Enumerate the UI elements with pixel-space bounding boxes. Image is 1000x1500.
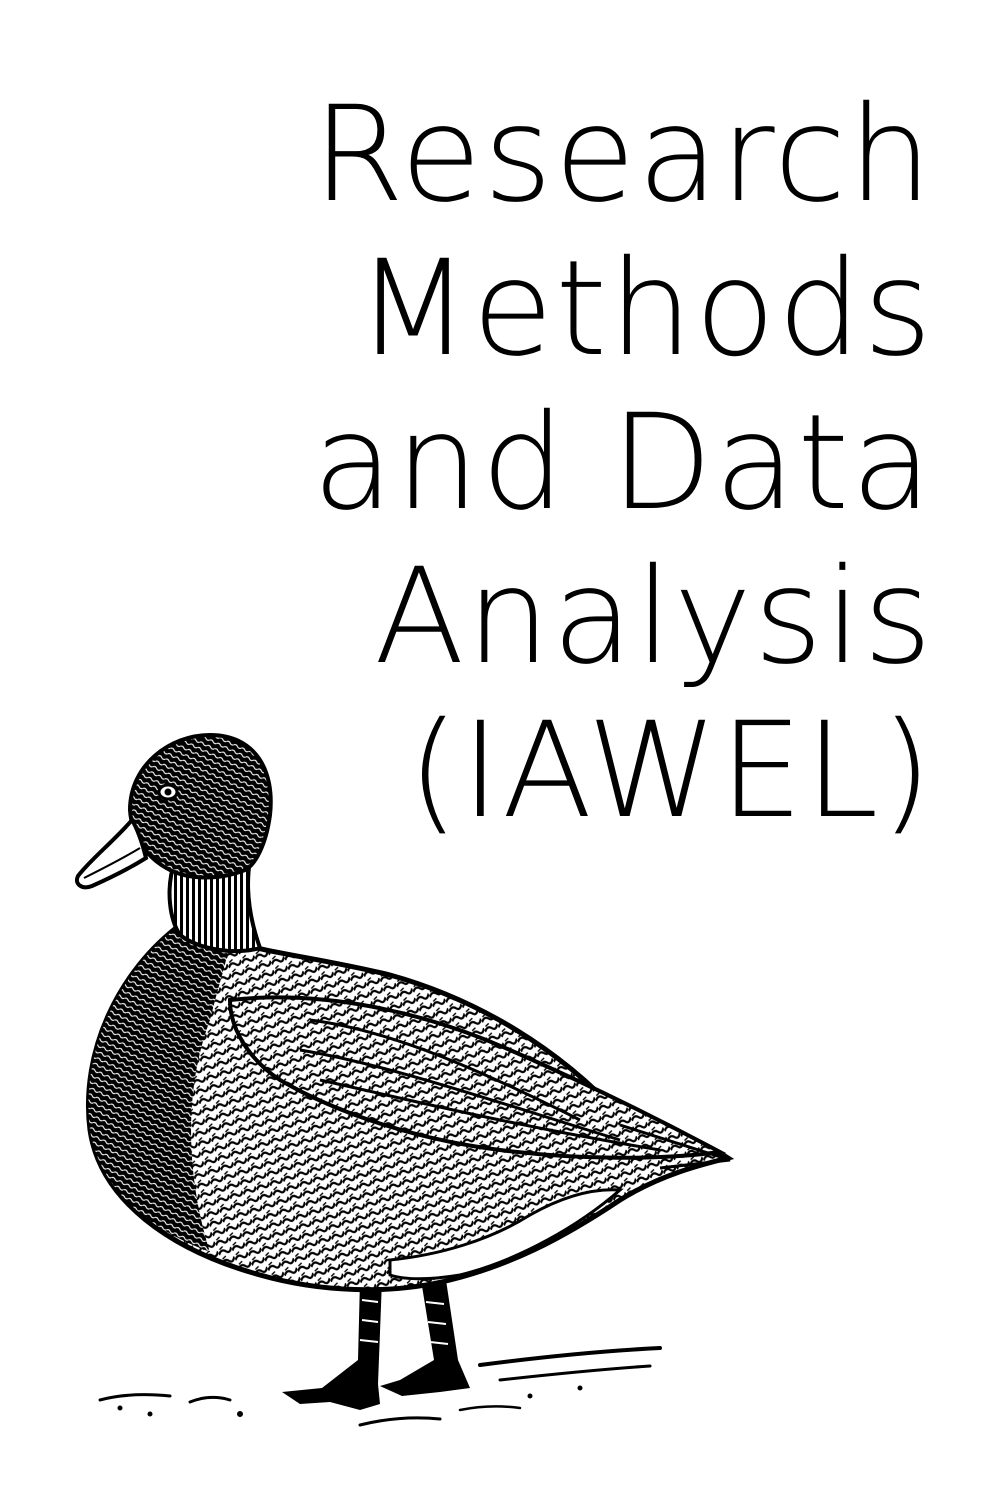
title-line-3: and Data — [312, 386, 934, 540]
cover-title: Research Methods and Data Analysis (IAWE… — [313, 78, 934, 848]
duck-breast — [88, 925, 230, 1252]
duck-neck — [167, 858, 263, 954]
legs-group — [282, 1265, 470, 1410]
ground-group — [98, 1346, 662, 1427]
title-line-5: (IAWEL) — [407, 694, 934, 848]
duck-head — [127, 732, 273, 880]
title-line-4: Analysis — [374, 540, 934, 694]
title-line-2: Methods — [356, 232, 934, 386]
duck-belly — [388, 1188, 624, 1281]
duck-beak — [75, 816, 149, 890]
title-line-1: Research — [312, 78, 934, 232]
duck-wing — [227, 995, 727, 1160]
wing-feather-lines — [299, 1018, 731, 1170]
duck-illustration-icon — [75, 732, 735, 1427]
